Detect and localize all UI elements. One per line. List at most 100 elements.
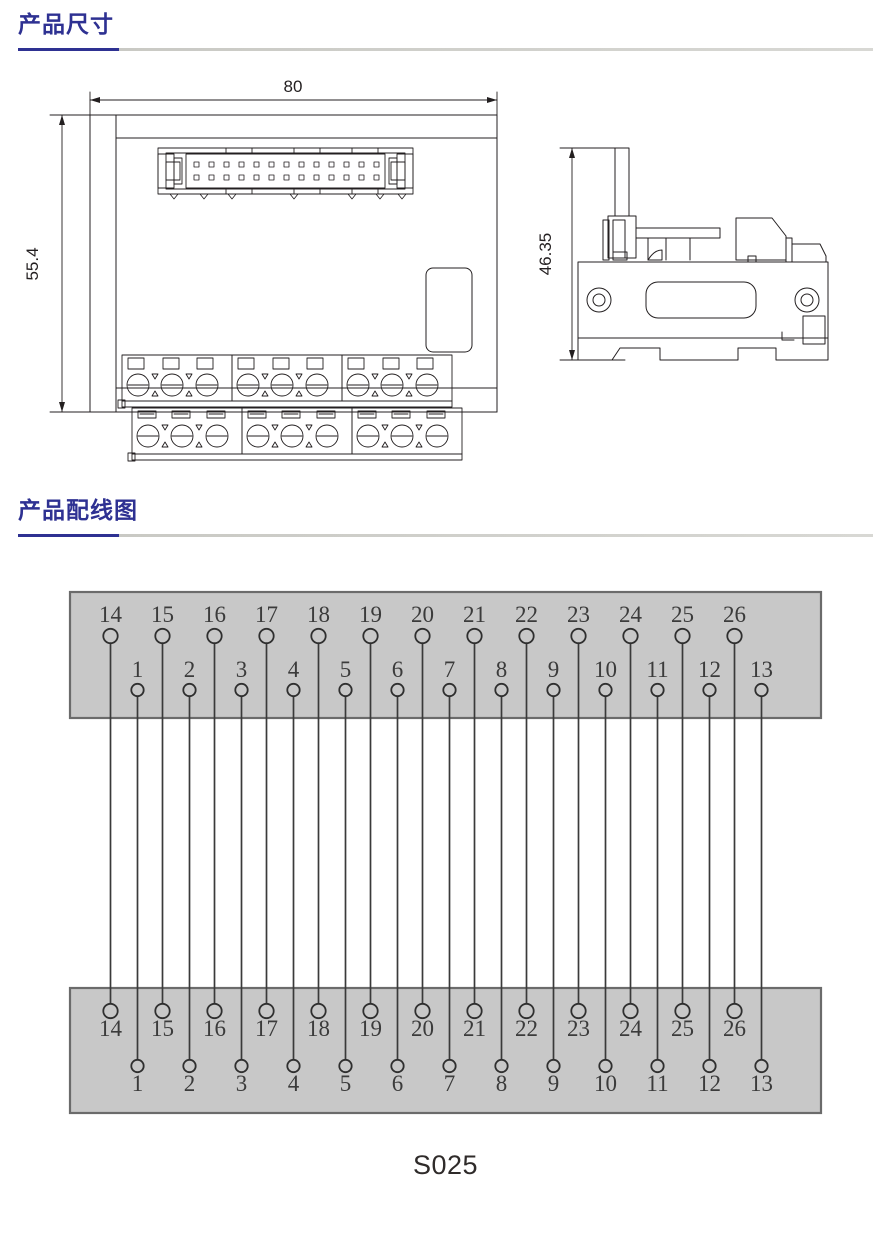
pin-top-lower-11[interactable] (650, 682, 665, 698)
pin-label-bottom-lower-9: 9 (548, 1071, 560, 1096)
pin-label-top-lower-6: 6 (392, 657, 404, 682)
pin-label-top-lower-9: 9 (548, 657, 560, 682)
heading-rule-wiring (18, 534, 873, 537)
pin-label-top-lower-8: 8 (496, 657, 508, 682)
pin-bottom-lower-5[interactable] (338, 1058, 353, 1074)
pin-bottom-lower-11[interactable] (650, 1058, 665, 1074)
mounting-hole-left (586, 287, 612, 313)
pin-top-lower-10[interactable] (598, 682, 613, 698)
pin-label-top-lower-12: 12 (698, 657, 721, 682)
component-block (425, 267, 473, 353)
pin-bottom-upper-22[interactable] (518, 1002, 535, 1020)
page-title-wiring: 产品配线图 (18, 498, 138, 524)
pin-label-bottom-upper-15: 15 (151, 1016, 174, 1041)
pin-top-upper-18[interactable] (310, 627, 327, 645)
heading-rule (18, 48, 873, 51)
pin-label-top-lower-11: 11 (646, 657, 668, 682)
pin-label-bottom-upper-16: 16 (203, 1016, 226, 1041)
pin-label-bottom-lower-2: 2 (184, 1071, 196, 1096)
pin-bottom-upper-20[interactable] (414, 1002, 431, 1020)
pin-bottom-lower-8[interactable] (494, 1058, 509, 1074)
pin-top-upper-24[interactable] (622, 627, 639, 645)
pin-bottom-lower-13[interactable] (754, 1058, 769, 1074)
pin-label-bottom-lower-12: 12 (698, 1071, 721, 1096)
pin-top-lower-8[interactable] (494, 682, 509, 698)
dim-label-80: 80 (284, 77, 303, 96)
pin-label-top-upper-18: 18 (307, 602, 330, 627)
wiring-blocks (68, 590, 823, 1115)
dim-label-46-35: 46.35 (536, 233, 555, 276)
pin-top-lower-2[interactable] (182, 682, 197, 698)
pin-label-bottom-lower-5: 5 (340, 1071, 352, 1096)
pin-top-lower-13[interactable] (754, 682, 769, 698)
pin-label-bottom-upper-14: 14 (99, 1016, 123, 1041)
pin-label-top-upper-17: 17 (255, 602, 278, 627)
pin-top-lower-9[interactable] (546, 682, 561, 698)
model-label: S025 (412, 1150, 479, 1180)
idc-pin-grid (193, 161, 380, 181)
pin-label-top-lower-10: 10 (594, 657, 617, 682)
pin-bottom-lower-4[interactable] (286, 1058, 301, 1074)
pin-label-bottom-lower-11: 11 (646, 1071, 668, 1096)
section-header-wiring: 产品配线图 (0, 500, 891, 537)
pin-bottom-upper-25[interactable] (674, 1002, 691, 1020)
pin-labels: 1411411521521631631741741851851961962072… (99, 602, 773, 1096)
pin-top-lower-3[interactable] (234, 682, 249, 698)
top-block (68, 590, 823, 720)
pin-bottom-lower-2[interactable] (182, 1058, 197, 1074)
bottom-block (68, 986, 823, 1115)
pin-bottom-lower-10[interactable] (598, 1058, 613, 1074)
pin-bottom-upper-15[interactable] (154, 1002, 171, 1020)
pin-bottom-lower-9[interactable] (546, 1058, 561, 1074)
pin-label-bottom-lower-6: 6 (392, 1071, 404, 1096)
pin-top-upper-23[interactable] (570, 627, 587, 645)
pin-top-lower-6[interactable] (390, 682, 405, 698)
pin-bottom-lower-7[interactable] (442, 1058, 457, 1074)
pin-label-top-lower-1: 1 (132, 657, 144, 682)
pin-bottom-upper-18[interactable] (310, 1002, 327, 1020)
pin-label-bottom-upper-17: 17 (255, 1016, 278, 1041)
pin-top-upper-19[interactable] (362, 627, 379, 645)
pin-top-upper-20[interactable] (414, 627, 431, 645)
height-dimension-55-4 (49, 114, 101, 413)
pin-top-upper-17[interactable] (258, 627, 275, 645)
pin-top-lower-5[interactable] (338, 682, 353, 698)
pin-top-upper-16[interactable] (206, 627, 223, 645)
pin-bottom-upper-17[interactable] (258, 1002, 275, 1020)
pin-label-bottom-lower-8: 8 (496, 1071, 508, 1096)
pin-label-bottom-upper-24: 24 (619, 1016, 643, 1041)
pin-label-top-lower-2: 2 (184, 657, 196, 682)
pin-top-upper-21[interactable] (466, 627, 483, 645)
pin-bottom-lower-12[interactable] (702, 1058, 717, 1074)
pin-label-top-upper-26: 26 (723, 602, 746, 627)
pin-top-upper-14[interactable] (102, 627, 119, 645)
pin-top-lower-1[interactable] (130, 682, 145, 698)
height-dimension-46-35 (559, 147, 626, 361)
pin-top-upper-26[interactable] (726, 627, 743, 645)
pin-bottom-upper-26[interactable] (726, 1002, 743, 1020)
pin-label-top-upper-20: 20 (411, 602, 434, 627)
pin-label-top-upper-23: 23 (567, 602, 590, 627)
pin-bottom-upper-23[interactable] (570, 1002, 587, 1020)
pin-bottom-lower-6[interactable] (390, 1058, 405, 1074)
pin-top-upper-15[interactable] (154, 627, 171, 645)
pin-bottom-lower-3[interactable] (234, 1058, 249, 1074)
dimensions-drawing: 80 55.4 46.35 (0, 70, 891, 462)
screw-terminals-lower (136, 410, 449, 448)
pin-top-upper-22[interactable] (518, 627, 535, 645)
pin-bottom-upper-24[interactable] (622, 1002, 639, 1020)
pin-top-upper-25[interactable] (674, 627, 691, 645)
pin-bottom-lower-1[interactable] (130, 1058, 145, 1074)
pin-bottom-upper-16[interactable] (206, 1002, 223, 1020)
pin-label-bottom-lower-7: 7 (444, 1071, 456, 1096)
recessed-window (645, 281, 757, 319)
pin-top-lower-12[interactable] (702, 682, 717, 698)
pin-top-lower-4[interactable] (286, 682, 301, 698)
idc-connector (157, 147, 414, 200)
pin-bottom-upper-19[interactable] (362, 1002, 379, 1020)
pin-top-lower-7[interactable] (442, 682, 457, 698)
pin-bottom-upper-21[interactable] (466, 1002, 483, 1020)
pin-label-top-upper-22: 22 (515, 602, 538, 627)
pin-label-bottom-lower-3: 3 (236, 1071, 248, 1096)
pin-bottom-upper-14[interactable] (102, 1002, 119, 1020)
